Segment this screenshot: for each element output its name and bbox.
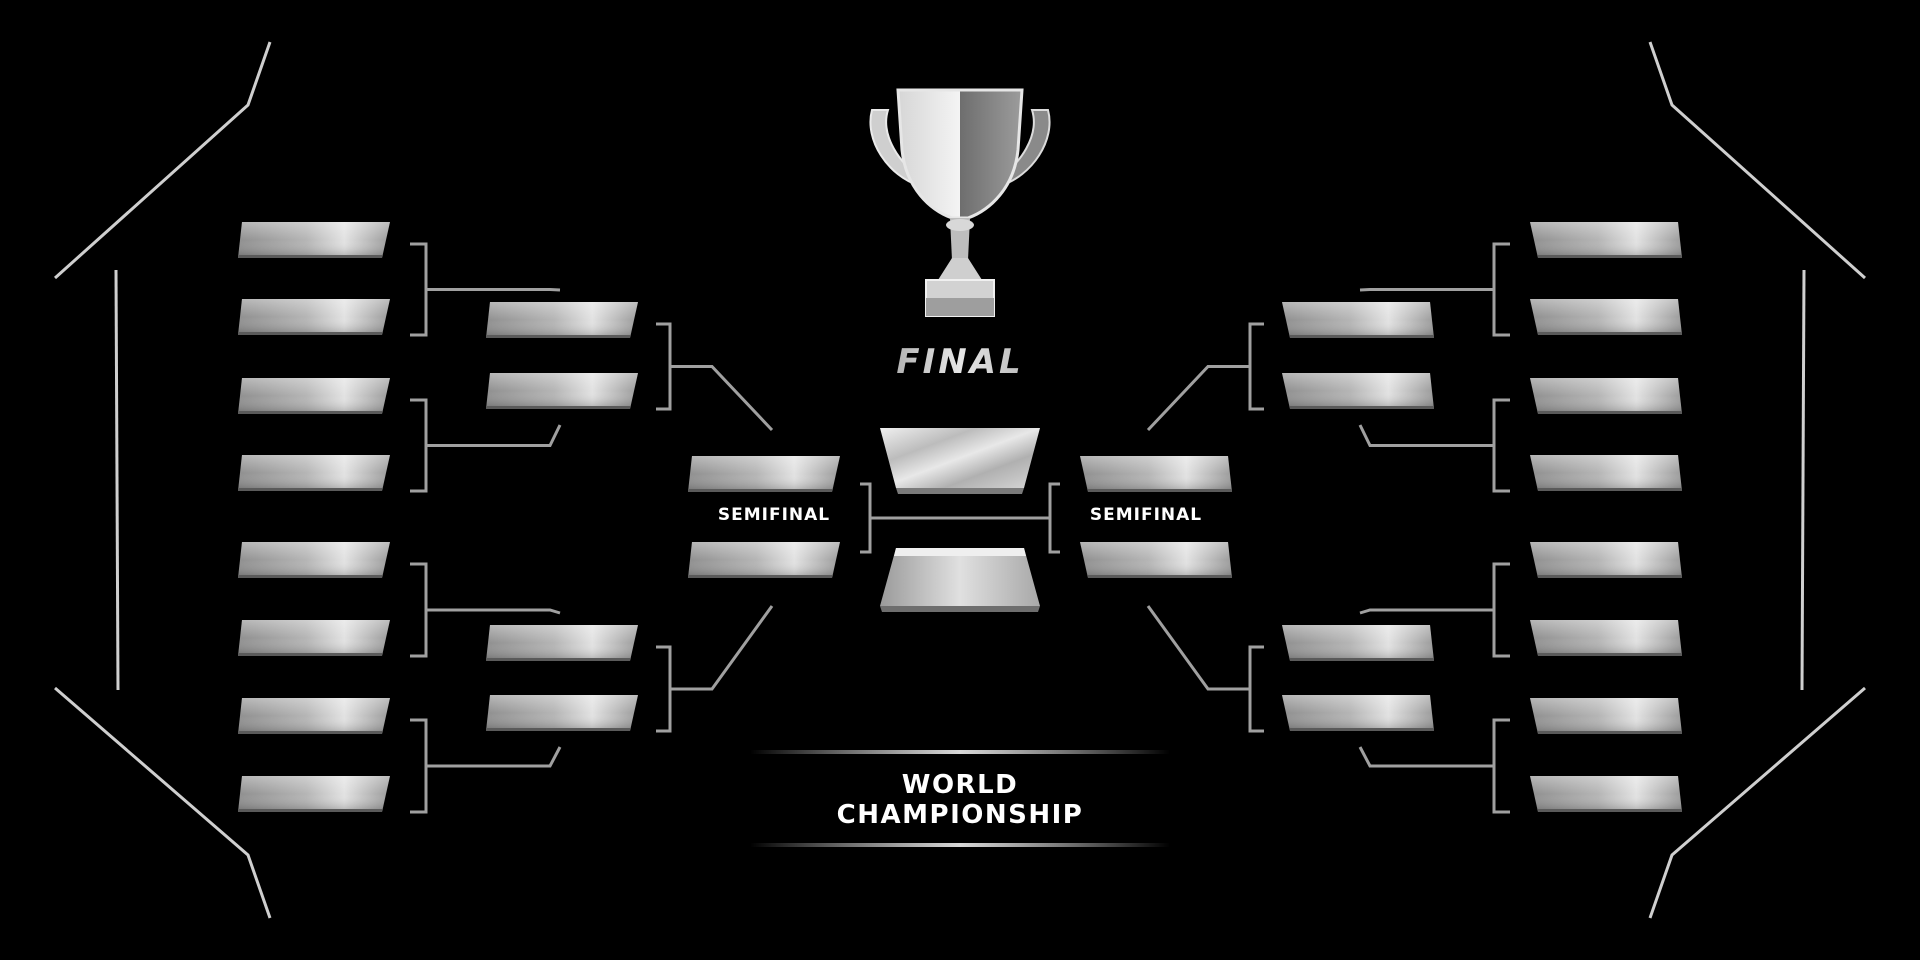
title-top-rule: [750, 750, 1170, 754]
sf-left-slot-2[interactable]: [688, 542, 840, 578]
r16-left-slot-7[interactable]: [238, 698, 390, 734]
connector-line: [410, 718, 428, 814]
connector-line: [670, 365, 774, 432]
trophy-icon: [869, 88, 1051, 317]
r16-right-slot-2[interactable]: [1530, 299, 1682, 335]
qf-left-slot-2[interactable]: [486, 373, 638, 409]
connector-line: [1359, 608, 1488, 615]
qf-right-slot-3[interactable]: [1282, 625, 1434, 661]
r16-right-slot-8[interactable]: [1530, 776, 1682, 812]
championship-title: WORLD CHAMPIONSHIP: [750, 748, 1170, 848]
connector-line: [432, 288, 561, 292]
connector-line: [410, 242, 428, 337]
qf-right-slot-1[interactable]: [1282, 302, 1434, 338]
connector-line: [670, 605, 774, 691]
sf-left-slot-1[interactable]: [688, 456, 840, 492]
connector-line: [432, 746, 562, 768]
title-line-world: WORLD: [901, 770, 1019, 800]
connector-line: [432, 424, 562, 447]
connector-line: [1146, 365, 1250, 432]
connector-line: [1048, 482, 1060, 554]
final-label: FINAL: [845, 342, 1075, 382]
bracket-slots: [238, 222, 1682, 812]
qf-left-slot-4[interactable]: [486, 695, 638, 731]
r16-left-slot-6[interactable]: [238, 620, 390, 656]
qf-right-slot-4[interactable]: [1282, 695, 1434, 731]
connector-line: [1358, 746, 1488, 768]
connector-line: [1146, 605, 1250, 691]
sf-right-slot-2[interactable]: [1080, 542, 1232, 578]
connector-line: [860, 482, 872, 554]
r16-left-slot-2[interactable]: [238, 299, 390, 335]
r16-left-slot-5[interactable]: [238, 542, 390, 578]
final-slot-bottom: [880, 548, 1040, 612]
connector-line: [1492, 718, 1510, 814]
title-line-championship: CHAMPIONSHIP: [836, 800, 1084, 830]
connector-line: [1248, 645, 1264, 733]
r16-right-slot-4[interactable]: [1530, 455, 1682, 491]
qf-left-slot-1[interactable]: [486, 302, 638, 338]
connector-line: [410, 398, 428, 493]
r16-left-slot-4[interactable]: [238, 455, 390, 491]
connector-line: [656, 645, 672, 733]
r16-left-slot-1[interactable]: [238, 222, 390, 258]
r16-left-slot-3[interactable]: [238, 378, 390, 414]
bracket-connectors: [410, 242, 1510, 814]
qf-left-slot-3[interactable]: [486, 625, 638, 661]
connector-line: [1248, 322, 1264, 411]
connector-line: [1492, 562, 1510, 658]
semifinal-left-label: SEMIFINAL: [717, 505, 831, 525]
connector-line: [656, 322, 672, 411]
r16-left-slot-8[interactable]: [238, 776, 390, 812]
connector-line: [1358, 424, 1488, 447]
connector-line: [1359, 288, 1488, 292]
title-bottom-rule: [750, 843, 1170, 847]
r16-right-slot-6[interactable]: [1530, 620, 1682, 656]
r16-right-slot-7[interactable]: [1530, 698, 1682, 734]
r16-right-slot-1[interactable]: [1530, 222, 1682, 258]
final-slot-top: [880, 428, 1040, 494]
r16-right-slot-3[interactable]: [1530, 378, 1682, 414]
connector-line: [1492, 398, 1510, 493]
frame-decoration: [53, 41, 1867, 919]
connector-line: [1492, 242, 1510, 337]
connector-line: [432, 608, 561, 615]
r16-right-slot-5[interactable]: [1530, 542, 1682, 578]
semifinal-right-label: SEMIFINAL: [1089, 505, 1203, 525]
connector-line: [410, 562, 428, 658]
qf-right-slot-2[interactable]: [1282, 373, 1434, 409]
sf-right-slot-1[interactable]: [1080, 456, 1232, 492]
